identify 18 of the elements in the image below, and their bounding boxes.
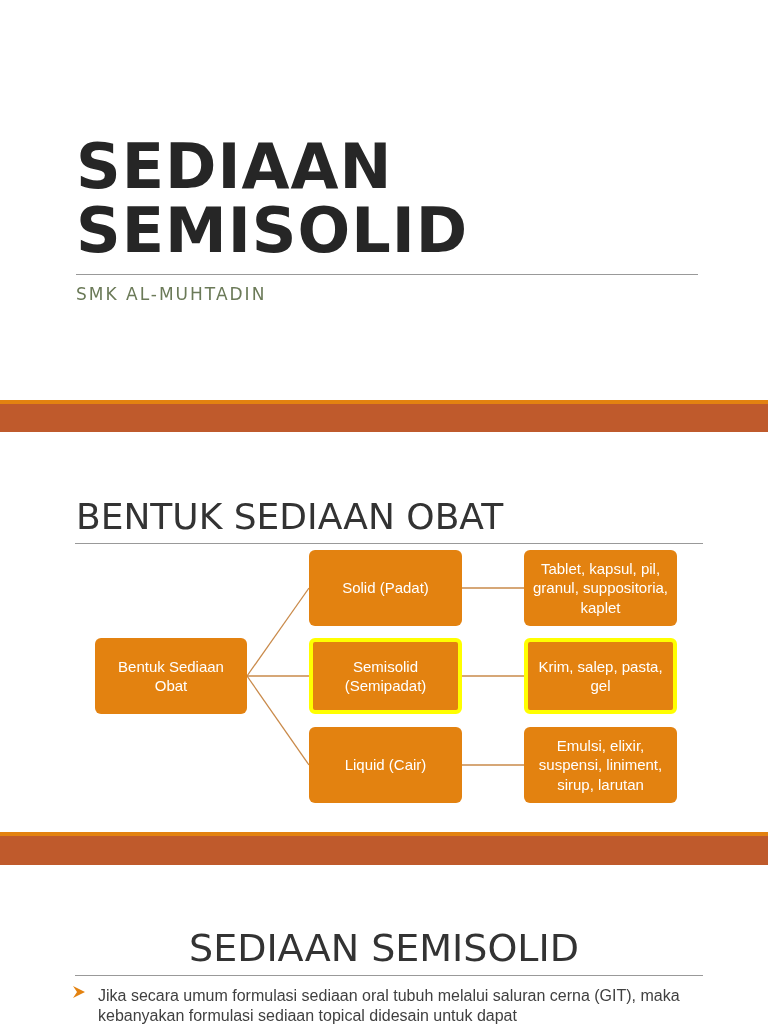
connector-line [461, 764, 525, 766]
connector-line [246, 587, 310, 677]
category-box: Emulsi, elixir, suspensi, liniment, sirup, larutan [524, 727, 677, 803]
category-box: Solid (Padat) [309, 550, 462, 626]
connector-line [461, 587, 525, 589]
category-box: Liquid (Cair) [309, 727, 462, 803]
category-box: Semisolid (Semipadat) [309, 638, 462, 714]
bullet-paragraph: Jika secara umum formulasi sediaan oral tubuh melalui saluran cerna (GIT), maka kebanyakan formulasi sediaan topical didesain untuk dapat [98, 986, 681, 1024]
category-box: Tablet, kapsul, pil, granul, suppositoria, kaplet [524, 550, 677, 626]
slide-heading: BENTUK SEDIAAN OBAT [76, 496, 504, 537]
connector-line [461, 675, 525, 677]
category-box: Krim, salep, pasta, gel [524, 638, 677, 714]
category-box: Bentuk Sediaan Obat [95, 638, 247, 714]
subtitle: SMK AL-MUHTADIN [76, 284, 267, 304]
slide-title: SEDIAAN SEMISOLID [76, 135, 470, 263]
connector-line [246, 675, 310, 677]
slide-heading: SEDIAAN SEMISOLID [188, 926, 580, 970]
connector-line [246, 675, 310, 766]
